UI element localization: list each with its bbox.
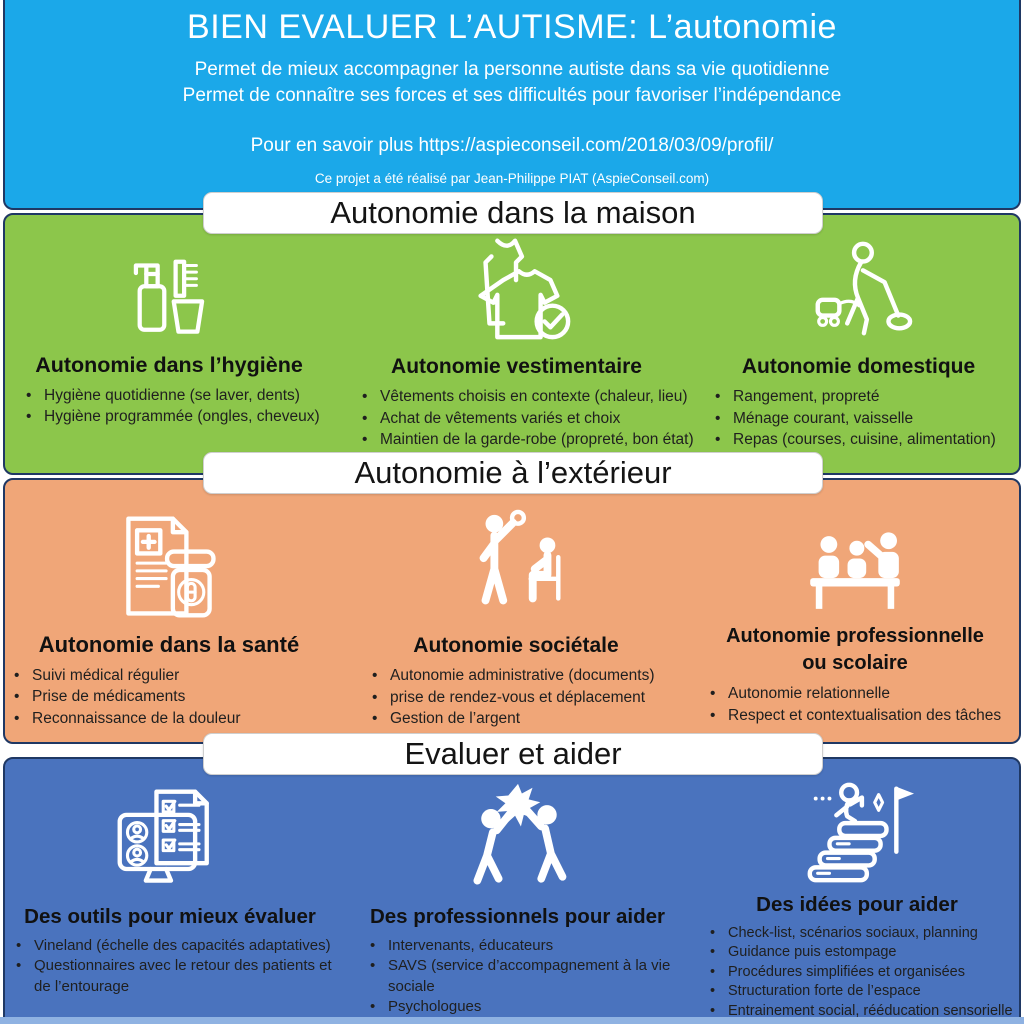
bullet-item: Repas (courses, cuisine, alimentation) — [707, 429, 1020, 451]
bullet-item: Procédures simplifiées et organisées — [702, 963, 1022, 983]
bullet-item: Vineland (échelle des capacités adaptati… — [8, 936, 338, 957]
bullet-item: Structuration forte de l’espace — [702, 982, 1022, 1002]
bullet-item: Psychologues — [362, 997, 695, 1018]
card-title-vestimentaire: Autonomie vestimentaire — [391, 355, 642, 378]
bullet-item: Entrainement social, rééducation sensori… — [702, 1002, 1022, 1022]
card-bullets-idees: Check-list, scénarios sociaux, planning … — [692, 924, 1022, 1022]
card-bullets-vestimentaire: Vêtements choisis en contexte (chaleur, … — [338, 386, 695, 451]
work-icon — [799, 505, 911, 617]
card-title-societale: Autonomie sociétale — [413, 634, 619, 657]
bullet-item: Autonomie relationnelle — [702, 683, 1020, 705]
bullet-item: Hygiène quotidienne (se laver, dents) — [18, 385, 334, 407]
card-societale: Autonomie sociétale Autonomie administra… — [340, 497, 692, 730]
bullet-item: Guidance puis estompage — [702, 943, 1022, 963]
page-title: BIEN EVALUER L’AUTISME: L’autonomie — [187, 8, 837, 46]
cleaning-icon — [804, 224, 914, 346]
card-professionnelle: Autonomie professionnelle ou scolaire Au… — [690, 505, 1020, 726]
bullet-item: prise de rendez-vous et déplacement — [364, 687, 692, 709]
ideas-icon — [798, 766, 916, 890]
card-title-sante: Autonomie dans la santé — [38, 632, 300, 657]
card-bullets-hygiene: Hygiène quotidienne (se laver, dents) Hy… — [4, 385, 334, 428]
card-title-outils: Des outils pour mieux évaluer — [24, 905, 316, 928]
card-title-professionnelle: Autonomie professionnelle ou scolaire — [726, 623, 984, 677]
card-title-line: Autonomie professionnelle — [726, 625, 984, 647]
card-bullets-outils: Vineland (échelle des capacités adaptati… — [2, 936, 338, 998]
card-title-professionnels: Des professionnels pour aider — [369, 905, 666, 928]
card-outils: Des outils pour mieux évaluer Vineland (… — [2, 772, 338, 997]
high-five-icon — [458, 772, 578, 900]
bullet-item: Gestion de l’argent — [364, 708, 692, 730]
card-bullets-sante: Suivi médical régulier Prise de médicame… — [2, 665, 336, 730]
bullet-item: SAVS (service d’accompagnement à la vie … — [362, 956, 695, 997]
bullet-item: Hygiène programmée (ongles, cheveux) — [18, 406, 334, 428]
card-sante: Autonomie dans la santé Suivi médical ré… — [2, 497, 336, 729]
clothing-icon — [458, 218, 576, 346]
bullet-item: Reconnaissance de la douleur — [6, 708, 336, 730]
health-icon — [111, 497, 227, 627]
header-panel: BIEN EVALUER L’AUTISME: L’autonomie Perm… — [3, 0, 1021, 210]
card-idees: Des idées pour aider Check-list, scénari… — [692, 766, 1022, 1021]
bullet-item: Prise de médicaments — [6, 686, 336, 708]
card-vestimentaire: Autonomie vestimentaire Vêtements choisi… — [338, 218, 695, 451]
card-bullets-professionnels: Intervenants, éducateurs SAVS (service d… — [340, 936, 695, 1018]
info-link-text: Pour en savoir plus https://aspieconseil… — [250, 135, 774, 156]
bullet-item: Autonomie administrative (documents) — [364, 665, 692, 687]
bullet-item: Questionnaires avec le retour des patien… — [8, 956, 338, 997]
section-title-exterieur: Autonomie à l’extérieur — [203, 452, 823, 494]
card-title-domestique: Autonomie domestique — [741, 355, 976, 378]
bullet-item: Achat de vêtements variés et choix — [354, 408, 695, 430]
credit-text: Ce projet a été réalisé par Jean-Philipp… — [314, 171, 710, 186]
section-title-maison: Autonomie dans la maison — [203, 192, 823, 234]
bullet-item: Respect et contextualisation des tâches — [702, 705, 1020, 727]
society-icon — [457, 497, 575, 627]
bottom-edge-strip — [0, 1017, 1024, 1024]
section-title-evaluer: Evaluer et aider — [203, 733, 823, 775]
card-domestique: Autonomie domestique Rangement, propreté… — [697, 224, 1020, 451]
card-hygiene: Autonomie dans l’hygiène Hygiène quotidi… — [4, 224, 334, 428]
card-bullets-societale: Autonomie administrative (documents) pri… — [340, 665, 692, 730]
subtitle-line-1: Permet de mieux accompagner la personne … — [194, 59, 830, 80]
card-title-idees: Des idées pour aider — [756, 893, 958, 916]
hygiene-icon — [117, 224, 221, 346]
evaluation-tools-icon — [112, 772, 228, 900]
bullet-item: Rangement, propreté — [707, 386, 1020, 408]
card-professionnels: Des professionnels pour aider Intervenan… — [340, 772, 695, 1018]
bullet-item: Vêtements choisis en contexte (chaleur, … — [354, 386, 695, 408]
bullet-item: Suivi médical régulier — [6, 665, 336, 687]
card-bullets-domestique: Rangement, propreté Ménage courant, vais… — [697, 386, 1020, 451]
bullet-item: Check-list, scénarios sociaux, planning — [702, 924, 1022, 944]
card-bullets-professionnelle: Autonomie relationnelle Respect et conte… — [690, 683, 1020, 726]
bullet-item: Ménage courant, vaisselle — [707, 408, 1020, 430]
bullet-item: Maintien de la garde-robe (propreté, bon… — [354, 429, 695, 451]
bullet-item: Intervenants, éducateurs — [362, 936, 695, 957]
card-title-line: ou scolaire — [802, 652, 908, 674]
card-title-hygiene: Autonomie dans l’hygiène — [35, 353, 303, 377]
subtitle: Permet de mieux accompagner la personne … — [5, 57, 1019, 109]
subtitle-line-2: Permet de connaître ses forces et ses di… — [182, 85, 842, 106]
